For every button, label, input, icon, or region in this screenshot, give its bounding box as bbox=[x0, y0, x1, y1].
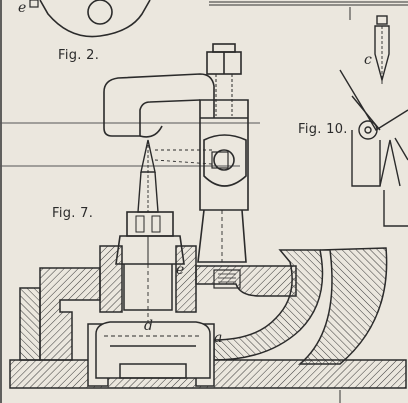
fig7-clamp-arm bbox=[103, 43, 249, 263]
part-letter-e-top: e bbox=[18, 0, 27, 16]
fig10-detail bbox=[339, 15, 408, 227]
part-letter-a: a bbox=[214, 330, 223, 346]
fig10-label: Fig. 10. bbox=[298, 122, 348, 137]
fig7-chuck bbox=[115, 211, 185, 265]
fig2-label: Fig. 2. bbox=[58, 48, 100, 63]
fig7-spindle bbox=[95, 264, 241, 379]
fig7-drill-point bbox=[137, 139, 213, 213]
construction-lines bbox=[0, 122, 260, 167]
part-letter-c: c bbox=[364, 52, 372, 68]
part-letter-d: d bbox=[144, 318, 153, 334]
part-letter-e-mid: e bbox=[176, 262, 185, 278]
fig2-part bbox=[29, 0, 151, 38]
fig7-label: Fig. 7. bbox=[52, 206, 94, 221]
